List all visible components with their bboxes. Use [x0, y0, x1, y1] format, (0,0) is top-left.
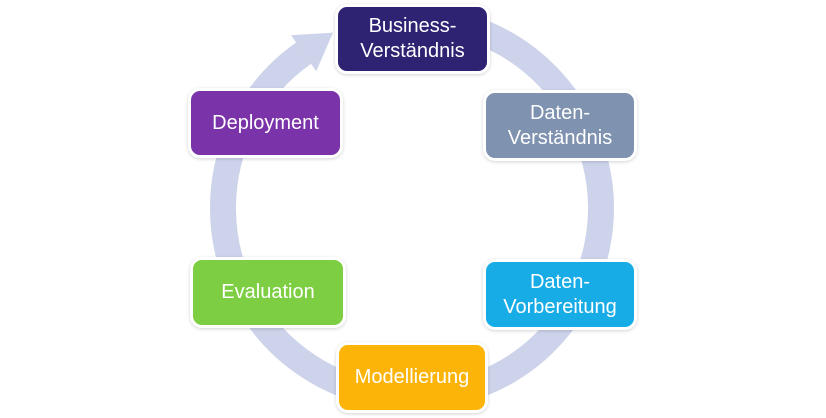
step-business-verstaendnis: Business- Verständnis	[335, 4, 490, 74]
step-modellierung: Modellierung	[336, 342, 488, 413]
cycle-arrowhead	[291, 32, 333, 72]
step-label: Modellierung	[354, 366, 470, 388]
step-label: Daten- Vorbereitung	[503, 270, 617, 318]
step-label: Evaluation	[221, 281, 315, 303]
step-label: Deployment	[212, 111, 319, 134]
step-label: Business- Verständnis	[360, 15, 465, 62]
step-label: Daten- Verständnis	[507, 101, 613, 149]
step-deployment: Deployment	[188, 88, 343, 158]
step-daten-verstaendnis: Daten- Verständnis	[483, 90, 637, 161]
cycle-arc	[209, 6, 614, 411]
step-evaluation: Evaluation	[190, 257, 346, 328]
step-daten-vorbereitung: Daten- Vorbereitung	[483, 259, 637, 330]
